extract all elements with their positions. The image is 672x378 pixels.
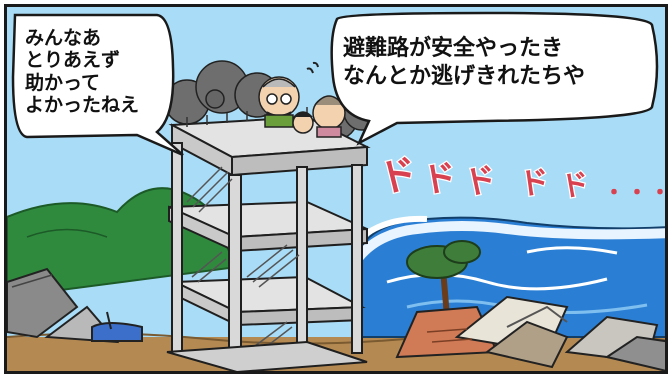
speech-bubble-right: [330, 11, 659, 146]
manga-panel: ド ド ド ド ド みんなあ とりあえず 助かって よかったねえ 避難路が安全や…: [4, 4, 668, 374]
speech-bubble-left: [11, 13, 184, 157]
speech-text-right: 避難路が安全やったき なんとか逃げきれたちや: [343, 36, 586, 89]
sfx-dots: ・・・: [603, 181, 668, 206]
evacuees: [205, 61, 346, 138]
tsunami-scene: ド ド ド ド ド: [7, 7, 665, 371]
sfx-char-4: ド: [517, 164, 552, 203]
evacuation-tower: [166, 107, 371, 371]
sfx-char-5: ド: [558, 167, 591, 204]
debris-right: [395, 295, 665, 371]
sfx-char-2: ド: [420, 157, 460, 202]
speech-text-left: みんなあ とりあえず 助かって よかったねえ: [25, 27, 140, 117]
debris-left: [7, 267, 143, 344]
